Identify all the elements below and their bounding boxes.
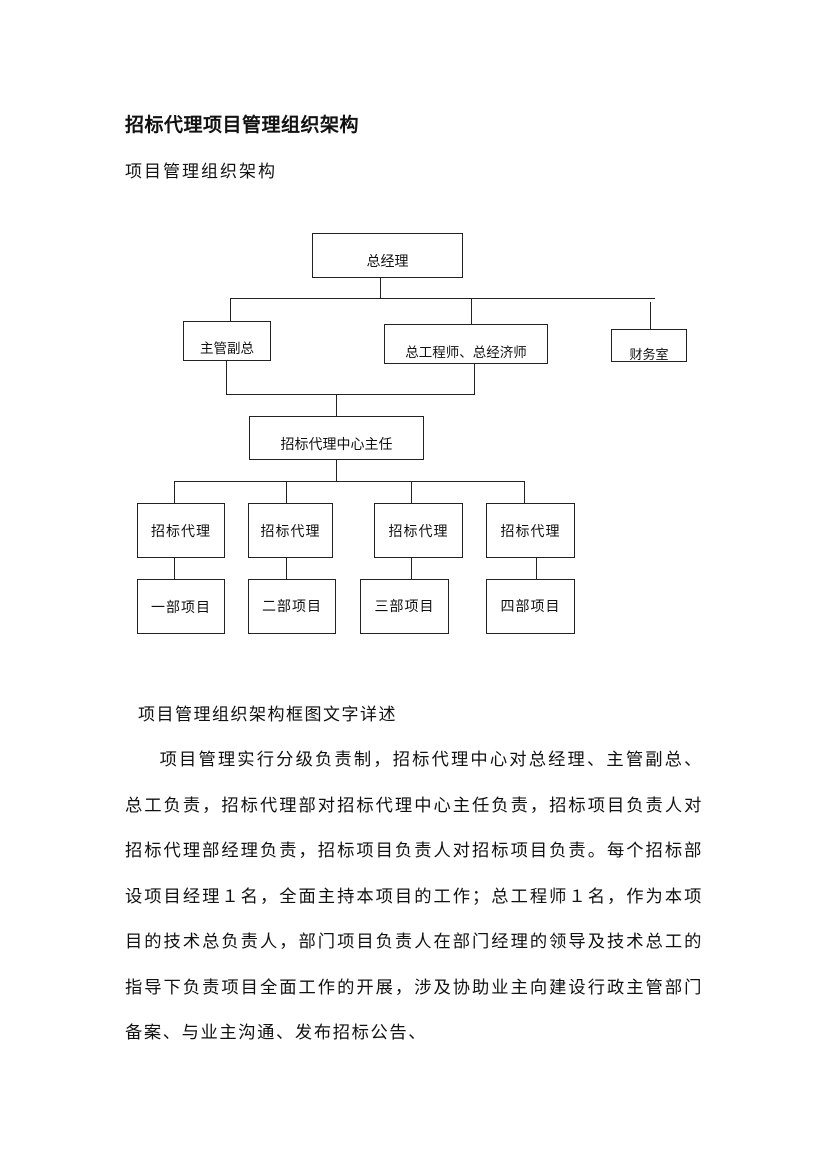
org-box-general-manager: 总经理 — [312, 233, 463, 278]
org-box-dept-1-top: 招标代理 — [137, 503, 225, 558]
connector-ce-down — [474, 364, 475, 395]
connector-dept-2-up — [286, 481, 287, 503]
document-title: 招标代理项目管理组织架构 — [125, 114, 360, 136]
body-paragraph: 项目管理实行分级负责制，招标代理中心对总经理、主管副总、总工负责，招标代理部对招… — [125, 750, 703, 1043]
org-box-finance: 财务室 — [611, 329, 687, 362]
connector-dept-3-up — [411, 481, 412, 503]
connector-dept-1-up — [174, 481, 175, 503]
org-box-chief-engineer: 总工程师、总经济师 — [384, 324, 548, 364]
org-box-vice-president: 主管副总 — [183, 321, 271, 361]
connector-dept-1-link — [174, 558, 175, 579]
org-box-dept-2-top: 招标代理 — [248, 503, 333, 558]
connector-director-down — [336, 460, 337, 481]
document-subtitle: 项目管理组织架构 — [125, 162, 277, 182]
connector-finance-up — [650, 302, 651, 329]
org-box-dept-4-bottom: 四部项目 — [486, 579, 575, 634]
section-title: 项目管理组织架构框图文字详述 — [138, 705, 397, 725]
connector-dept-4-link — [536, 558, 537, 579]
org-box-dept-4-top: 招标代理 — [486, 503, 575, 558]
connector-vp-down — [226, 361, 227, 395]
org-box-center-director: 招标代理中心主任 — [249, 416, 424, 460]
org-box-dept-3-bottom: 三部项目 — [360, 579, 449, 634]
connector-level2-horizontal — [230, 298, 655, 299]
org-box-dept-1-bottom: 一部项目 — [137, 579, 225, 634]
org-box-dept-3-top: 招标代理 — [374, 503, 463, 558]
org-box-dept-2-bottom: 二部项目 — [248, 579, 336, 634]
connector-director-up — [336, 394, 337, 416]
connector-ce-up — [471, 298, 472, 324]
connector-gm-down — [380, 278, 381, 299]
connector-dept-2-link — [286, 558, 287, 579]
connector-merge-horizontal — [226, 394, 475, 395]
connector-level4-horizontal — [174, 481, 525, 482]
connector-dept-3-link — [411, 558, 412, 579]
connector-vp-up — [230, 298, 231, 321]
connector-dept-4-up — [524, 481, 525, 503]
